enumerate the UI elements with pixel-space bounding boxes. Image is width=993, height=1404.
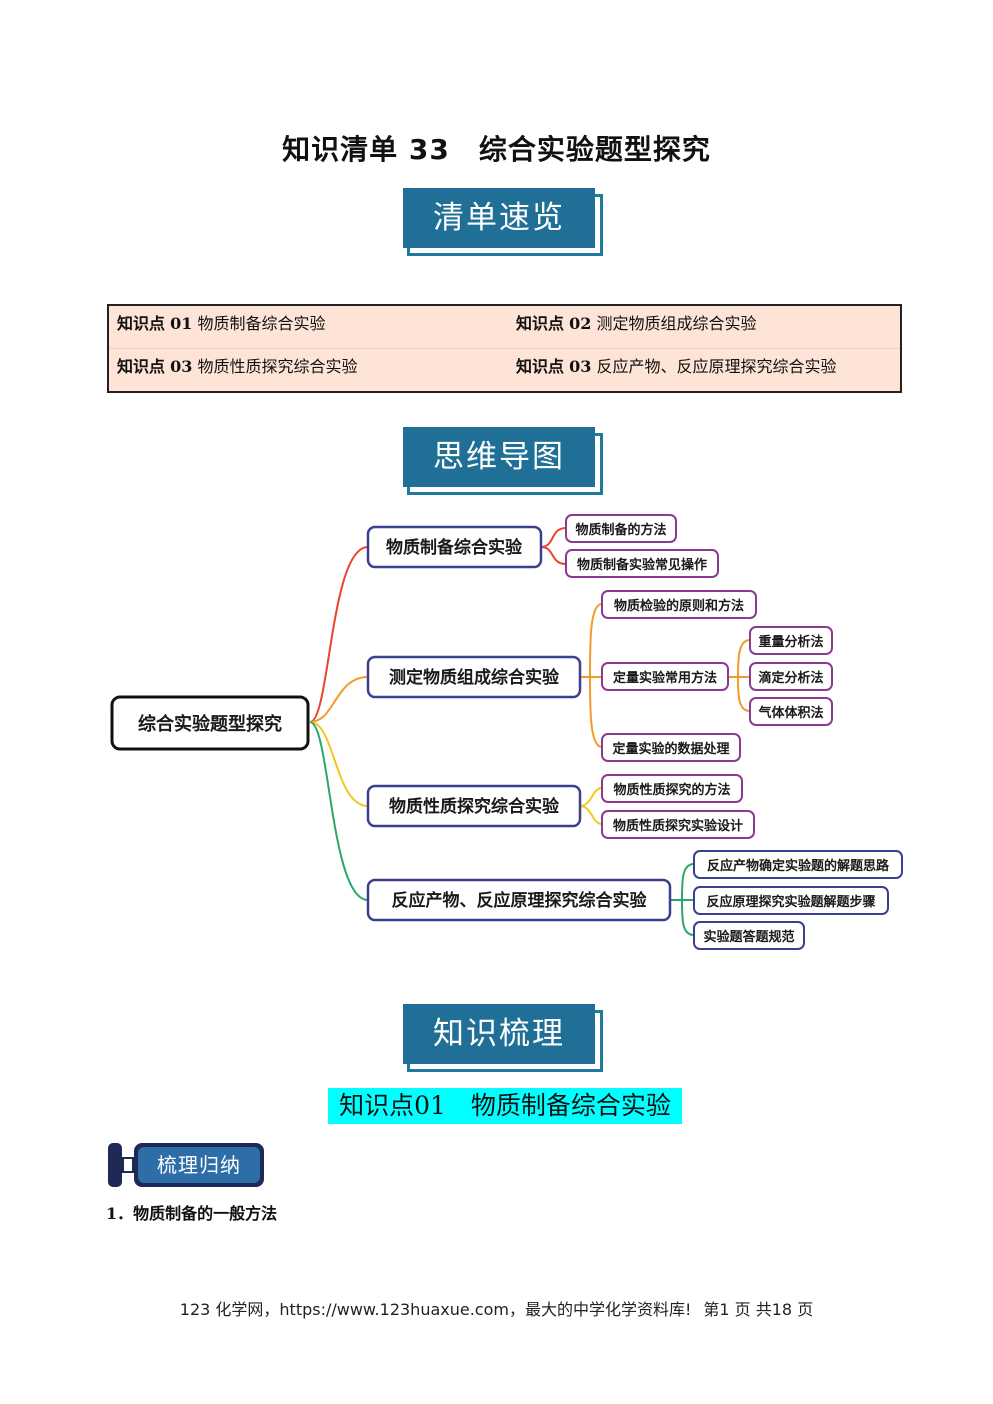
leaf-node: 气体体积法 bbox=[749, 697, 833, 726]
leaf-node-label: 滴定分析法 bbox=[758, 670, 823, 686]
page-title: 知识清单 33 综合实验题型探究 bbox=[282, 133, 711, 166]
toc-item-3-num: 03 bbox=[170, 357, 193, 376]
mind-map: 综合实验题型探究 物质制备综合实验 测定物质组成综合实验 物质性质探究综合实验 … bbox=[110, 514, 903, 950]
knowledge-point-title: 知识点01 物质制备综合实验 bbox=[328, 1088, 682, 1124]
leaf-node: 物质检验的原则和方法 bbox=[601, 590, 757, 619]
leaf-node-label: 物质制备的方法 bbox=[575, 522, 666, 538]
toc-item-4-num: 03 bbox=[569, 357, 592, 376]
mindmap-root: 综合实验题型探究 bbox=[110, 695, 310, 751]
leaf-node-label: 物质性质探究的方法 bbox=[613, 782, 730, 798]
toc-item-2-prefix: 知识点 bbox=[516, 314, 565, 333]
branch-node-4-label: 反应产物、反应原理探究综合实验 bbox=[392, 890, 648, 911]
footer-site: 123 化学网，https://www.123huaxue.com，最大的中学化… bbox=[179, 1300, 692, 1319]
page-footer: 123 化学网，https://www.123huaxue.com，最大的中学化… bbox=[0, 1296, 993, 1320]
leaf-node-label: 实验题答题规范 bbox=[703, 929, 794, 945]
sort-badge: 梳理归纳 bbox=[108, 1143, 264, 1187]
leaf-node: 反应产物确定实验题的解题思路 bbox=[693, 850, 903, 879]
toc-item-3-prefix: 知识点 bbox=[117, 357, 166, 376]
leaf-node: 反应原理探究实验题解题步骤 bbox=[693, 886, 889, 915]
leaf-node-label: 定量实验常用方法 bbox=[612, 670, 717, 686]
banner-mindmap-label: 思维导图 bbox=[403, 427, 595, 487]
knowledge-point-prefix: 知识点 bbox=[339, 1091, 415, 1120]
toc-table: 知识点 01 物质制备综合实验 知识点 02 测定物质组成综合实验 知识点 03… bbox=[107, 304, 902, 393]
toc-item-1-text: 物质制备综合实验 bbox=[197, 314, 326, 333]
banner-knowledge-label: 知识梳理 bbox=[403, 1004, 595, 1064]
banner-overview: 清单速览 bbox=[403, 188, 603, 256]
leaf-node: 定量实验的数据处理 bbox=[601, 733, 741, 762]
leaf-node: 物质制备的方法 bbox=[565, 514, 677, 543]
banner-mindmap: 思维导图 bbox=[403, 427, 603, 495]
section-heading: 1．物质制备的一般方法 bbox=[106, 1204, 278, 1223]
toc-item-1-num: 01 bbox=[170, 314, 193, 333]
leaf-node: 重量分析法 bbox=[749, 626, 833, 655]
toc-item-4-text: 反应产物、反应原理探究综合实验 bbox=[596, 357, 837, 376]
toc-item-2-num: 02 bbox=[569, 314, 592, 333]
toc-item-4-prefix: 知识点 bbox=[516, 357, 565, 376]
footer-page-number: 第1 页 共18 页 bbox=[703, 1300, 814, 1319]
knowledge-point-num: 01 bbox=[414, 1091, 446, 1120]
leaf-node: 定量实验常用方法 bbox=[601, 662, 729, 691]
toc-item-3-text: 物质性质探究综合实验 bbox=[197, 357, 358, 376]
toc-item-1-prefix: 知识点 bbox=[117, 314, 166, 333]
branch-node-1: 物质制备综合实验 bbox=[366, 525, 543, 569]
toc-item-2[interactable]: 知识点 02 测定物质组成综合实验 bbox=[516, 306, 756, 348]
leaf-node-label: 物质性质探究实验设计 bbox=[613, 818, 743, 834]
leaf-node-label: 反应产物确定实验题的解题思路 bbox=[707, 858, 890, 874]
leaf-node-label: 物质检验的原则和方法 bbox=[614, 598, 744, 614]
leaf-node: 物质制备实验常见操作 bbox=[565, 549, 719, 578]
leaf-node: 实验题答题规范 bbox=[693, 921, 805, 950]
knowledge-point-text: 物质制备综合实验 bbox=[470, 1091, 671, 1120]
leaf-node-label: 反应原理探究实验题解题步骤 bbox=[706, 894, 875, 910]
branch-node-2-label: 测定物质组成综合实验 bbox=[389, 667, 560, 688]
branch-node-4: 反应产物、反应原理探究综合实验 bbox=[366, 878, 672, 922]
banner-overview-label: 清单速览 bbox=[403, 188, 595, 248]
toc-item-2-text: 测定物质组成综合实验 bbox=[596, 314, 757, 333]
branch-node-1-label: 物质制备综合实验 bbox=[386, 537, 523, 558]
toc-item-1[interactable]: 知识点 01 物质制备综合实验 bbox=[117, 306, 325, 348]
leaf-node-label: 重量分析法 bbox=[758, 634, 823, 650]
sort-badge-label: 梳理归纳 bbox=[138, 1147, 260, 1183]
toc-item-3[interactable]: 知识点 03 物质性质探究综合实验 bbox=[117, 349, 357, 391]
leaf-node-label: 定量实验的数据处理 bbox=[611, 741, 729, 757]
toc-item-4[interactable]: 知识点 03 反应产物、反应原理探究综合实验 bbox=[516, 349, 836, 391]
branch-node-3-label: 物质性质探究综合实验 bbox=[389, 796, 560, 817]
leaf-node-label: 气体体积法 bbox=[758, 705, 823, 721]
leaf-node: 物质性质探究的方法 bbox=[601, 774, 743, 803]
branch-node-3: 物质性质探究综合实验 bbox=[366, 784, 582, 828]
leaf-node-label: 物质制备实验常见操作 bbox=[577, 557, 707, 573]
leaf-node: 滴定分析法 bbox=[749, 662, 833, 691]
leaf-node: 物质性质探究实验设计 bbox=[601, 810, 755, 839]
banner-knowledge: 知识梳理 bbox=[403, 1004, 603, 1072]
branch-node-2: 测定物质组成综合实验 bbox=[366, 655, 582, 699]
mindmap-root-label: 综合实验题型探究 bbox=[138, 713, 282, 735]
